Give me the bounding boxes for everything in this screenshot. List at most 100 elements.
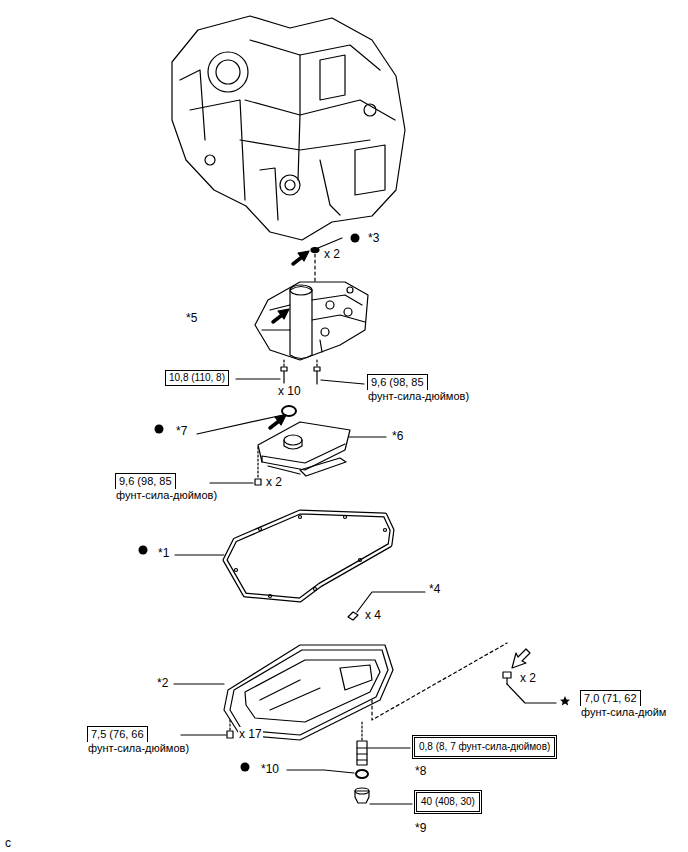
bolt <box>316 371 317 384</box>
valve-body <box>262 329 290 330</box>
install-arrow <box>270 421 279 428</box>
transmission-case <box>320 160 340 215</box>
oil-pan <box>372 643 507 720</box>
transmission-case <box>298 55 300 180</box>
oil-strainer <box>268 466 300 474</box>
transmission-case <box>320 55 345 100</box>
torque-value: 7,5 (76, 66 <box>91 728 144 741</box>
valve-body <box>320 340 322 352</box>
gasket <box>225 512 392 600</box>
o-ring <box>282 406 296 416</box>
transmission-case <box>355 145 385 195</box>
install-arrow <box>270 251 309 428</box>
magnet <box>348 612 358 620</box>
torque-box: 9,6 (98, 85фунт-сила-дюймов) <box>115 473 217 501</box>
callout-number: *5 <box>185 311 198 325</box>
bolt <box>283 371 284 383</box>
transmission-case <box>240 140 370 150</box>
gasket <box>259 528 262 531</box>
drain-plug <box>356 770 368 778</box>
oil-strainer <box>258 422 350 470</box>
oil-strainer <box>284 440 302 449</box>
drain-plug <box>361 722 362 740</box>
leader-line <box>370 803 412 804</box>
valve-body <box>312 315 365 322</box>
leader-line <box>347 436 386 437</box>
install-arrow <box>293 257 302 264</box>
oil-strainer <box>255 479 261 485</box>
hollow-arrow <box>512 649 530 668</box>
torque-unit: фунт-сила-дюймов) <box>87 742 189 755</box>
torque-value: 9,6 (98, 85 <box>119 475 172 488</box>
replace-symbol <box>155 425 164 434</box>
torque-frame: 10,8 (110, 8) <box>165 370 229 386</box>
hollow-arrow <box>512 649 530 668</box>
gasket <box>225 512 392 600</box>
bolt <box>283 360 284 366</box>
gasket <box>299 516 302 519</box>
transmission-case <box>172 16 405 240</box>
oil-strainer <box>284 435 302 445</box>
leader-line <box>321 380 364 384</box>
drain-plug <box>355 722 369 803</box>
quantity-label: c <box>4 836 12 850</box>
bolt <box>503 672 511 684</box>
valve-body <box>290 287 312 359</box>
gasket <box>359 559 362 562</box>
quantity-label: x 17 <box>238 727 263 741</box>
torque-value: 10,8 (110, 8) <box>169 372 225 384</box>
gasket <box>314 588 317 591</box>
valve-body <box>344 308 352 316</box>
gasket <box>344 516 347 519</box>
replace-symbol <box>241 763 250 772</box>
valve-body <box>321 328 329 336</box>
transmission-case <box>260 168 278 220</box>
install-arrow <box>298 251 309 261</box>
gasket <box>225 512 392 600</box>
gasket <box>235 569 238 572</box>
transmission-case <box>280 175 300 195</box>
callout-number: *8 <box>414 764 427 778</box>
gasket <box>269 595 272 598</box>
oil-pan <box>260 680 300 700</box>
torque-unit: фунт-сила-дюймов) <box>115 489 217 502</box>
oil-pan <box>224 645 393 740</box>
torque-unit: фунт-сила-дюймов) <box>367 390 469 403</box>
torque-frame: 9,6 (98, 85 <box>115 473 176 490</box>
transmission-case <box>180 70 205 140</box>
check-ball-seal <box>311 238 342 282</box>
leader-line <box>368 747 410 748</box>
torque-box: 7,0 (71, 62фунт-сила-дюйм <box>580 690 666 718</box>
install-arrow <box>278 309 289 319</box>
transmission-case <box>172 16 405 240</box>
star-symbol <box>560 696 570 706</box>
transmission-case <box>208 52 248 92</box>
torque-frame: 40 (408, 30) <box>414 790 482 814</box>
oil-pan <box>270 688 320 710</box>
torque-value: 40 (408, 30) <box>421 796 475 808</box>
quantity-label: x 2 <box>519 671 537 685</box>
torque-value: 7,0 (71, 62 <box>584 692 637 705</box>
quantity-label: x 10 <box>277 384 302 398</box>
oil-pan <box>227 731 233 738</box>
quantity-label: x 4 <box>364 608 382 622</box>
replace-symbol <box>139 234 360 772</box>
valve-body <box>255 282 368 360</box>
leader-line <box>210 482 253 483</box>
leader-line <box>174 683 224 684</box>
torque-box: 9,6 (98, 85фунт-сила-дюймов) <box>367 374 469 402</box>
torque-box: 0,8 (8, 7 фунт-сила-дюймов) <box>412 735 557 759</box>
leader-line <box>287 770 354 773</box>
valve-body <box>290 285 312 295</box>
transmission-case <box>216 60 240 84</box>
leader-line <box>181 734 226 735</box>
torque-frame: 9,6 (98, 85 <box>367 374 428 391</box>
replace-symbol <box>351 234 360 243</box>
quantity-label: x 2 <box>265 475 283 489</box>
bolt <box>281 360 320 384</box>
callout-number: *7 <box>175 424 188 438</box>
oil-pan <box>229 720 230 730</box>
replace-symbol <box>139 546 148 555</box>
leader-line <box>236 378 280 379</box>
